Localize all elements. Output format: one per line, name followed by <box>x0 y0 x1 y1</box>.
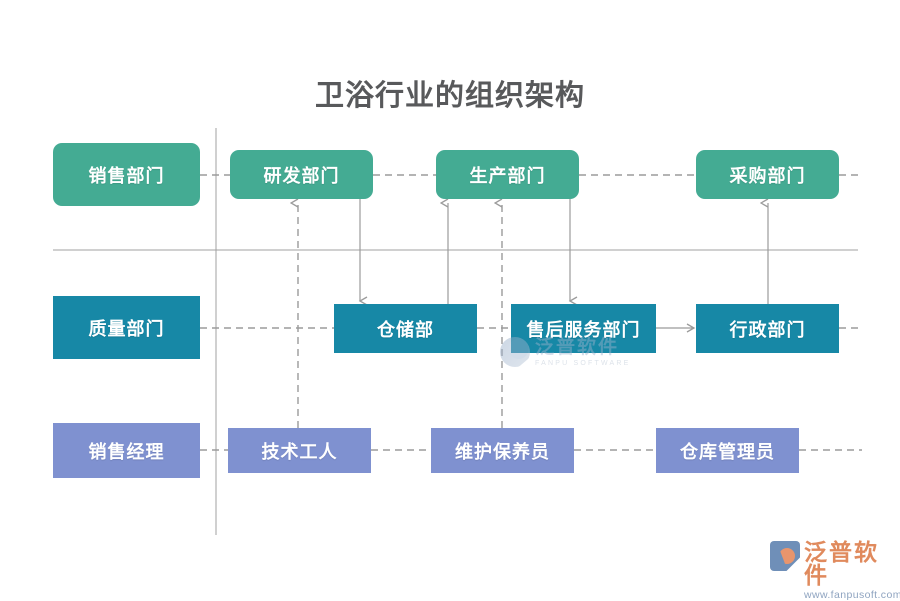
n-quality-dept[interactable]: 质量部门 <box>53 296 200 359</box>
n-technician[interactable]: 技术工人 <box>228 428 371 473</box>
n-maintenance[interactable]: 维护保养员 <box>431 428 574 473</box>
brand-logo: 泛普软件 www.fanpusoft.com <box>770 541 900 601</box>
n-rnd-dept[interactable]: 研发部门 <box>230 150 373 199</box>
page-title: 卫浴行业的组织架构 <box>314 80 585 112</box>
n-purchasing-dept[interactable]: 采购部门 <box>696 150 839 199</box>
horizontal-dashed-connectors <box>200 174 862 451</box>
logo-website-url: www.fanpusoft.com <box>804 589 900 601</box>
n-production-dept[interactable]: 生产部门 <box>436 150 579 199</box>
vertical-solid-up-arrows <box>448 203 769 304</box>
fanpu-logo-icon <box>770 541 800 571</box>
n-aftersales-dept[interactable]: 售后服务部门 <box>511 304 656 353</box>
n-admin-dept[interactable]: 行政部门 <box>696 304 839 353</box>
logo-company-name: 泛普软件 <box>804 539 879 588</box>
n-sales-manager[interactable]: 销售经理 <box>53 423 200 478</box>
n-sales-dept[interactable]: 销售部门 <box>53 143 200 206</box>
n-warehouse-dept[interactable]: 仓储部 <box>334 304 477 353</box>
vertical-solid-down-arrows <box>358 199 578 306</box>
vertical-dashed-up-arrows <box>298 203 503 428</box>
n-warehouse-keeper[interactable]: 仓库管理员 <box>656 428 799 473</box>
